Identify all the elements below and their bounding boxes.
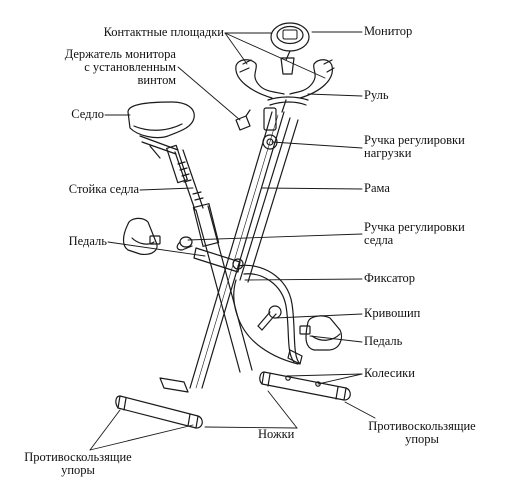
- label-monitor: Монитор: [364, 24, 413, 38]
- label-saddle: Седло: [71, 107, 104, 121]
- label-contact-pads: Контактные площадки: [103, 25, 224, 39]
- label-tension-knob: Ручка регулировки нагрузки: [364, 133, 465, 160]
- pedal-left-graphic: [122, 217, 161, 255]
- latch-flywheel-graphic: [232, 258, 303, 365]
- label-anti-slip-right: Противоскользящие упоры: [368, 419, 476, 446]
- label-saddle-knob: Ручка регулировки седла: [364, 220, 465, 247]
- label-frame: Рама: [364, 181, 390, 195]
- label-legs: Ножки: [258, 427, 295, 441]
- label-pedal-left: Педаль: [68, 234, 107, 248]
- frame-graphic: [159, 111, 299, 393]
- leader-lines: [89, 31, 376, 451]
- label-pedal-right: Педаль: [364, 334, 403, 348]
- label-seat-post: Стойка седла: [68, 182, 139, 196]
- rear-foot-graphic: [259, 371, 351, 401]
- saddle-knob-graphic: [176, 236, 193, 251]
- handlebar-graphic: [235, 59, 335, 113]
- crank-graphic: [257, 305, 282, 331]
- label-monitor-holder: Держатель монитора с установленным винто…: [64, 47, 176, 87]
- saddle-graphic: [127, 101, 195, 184]
- label-crank: Кривошип: [364, 306, 421, 320]
- front-foot-graphic: [115, 395, 203, 429]
- label-anti-slip-left: Противоскользящие упоры: [24, 450, 132, 477]
- pedal-right-graphic: [299, 315, 343, 351]
- monitor-graphic: [270, 22, 310, 75]
- label-handlebar: Руль: [364, 88, 389, 102]
- label-latch: Фиксатор: [364, 271, 416, 285]
- label-wheels: Колесики: [364, 366, 415, 380]
- seat-post-graphic: [174, 149, 204, 211]
